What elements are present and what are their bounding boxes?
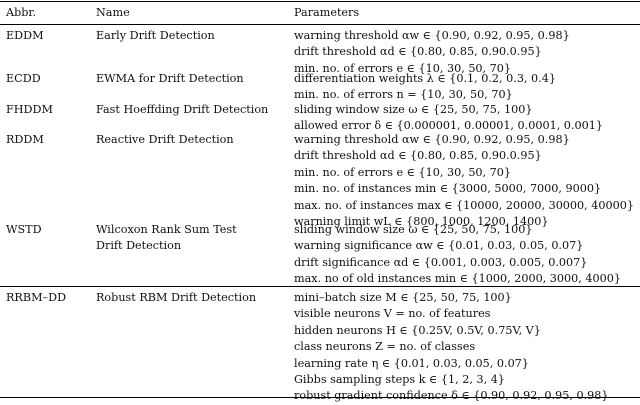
param-line: sliding window size ω ∈ {25, 50, 75, 100… [294, 223, 533, 236]
name-cell: Reactive Drift Detection [96, 132, 234, 148]
param-line: Gibbs sampling steps k ∈ {1, 2, 3, 4} [294, 372, 505, 386]
params-cell: sliding window size ω ∈ {25, 50, 75, 100… [294, 222, 621, 288]
param-line: warning threshold αw ∈ {0.90, 0.92, 0.95… [294, 29, 570, 42]
param-line: learning rate η ∈ {0.01, 0.03, 0.05, 0.0… [294, 356, 529, 370]
abbr-cell: WSTD [6, 223, 42, 236]
params-cell: differentiation weights λ ∈ {0.1, 0.2, 0… [294, 71, 556, 104]
param-line: drift threshold αd ∈ {0.80, 0.85, 0.90.0… [294, 45, 542, 59]
name-line: Early Drift Detection [96, 29, 215, 42]
param-line: sliding window size ω ∈ {25, 50, 75, 100… [294, 103, 533, 116]
name-line: Drift Detection [96, 239, 182, 253]
param-line: max. no. of instances max ∈ {10000, 2000… [294, 198, 634, 212]
abbr-cell: EDDM [6, 29, 44, 42]
name-cell: EWMA for Drift Detection [96, 71, 244, 87]
name-line: Fast Hoeffding Drift Detection [96, 103, 269, 116]
param-line: warning significance αw ∈ {0.01, 0.03, 0… [294, 239, 584, 253]
param-line: class neurons Z = no. of classes [294, 340, 476, 354]
name-cell: Robust RBM Drift Detection [96, 290, 256, 306]
param-line: drift significance αd ∈ {0.001, 0.003, 0… [294, 255, 588, 269]
name-cell: Wilcoxon Rank Sum Test Drift Detection [96, 222, 237, 255]
abbr-cell: ECDD [6, 72, 41, 85]
param-line: min. no. of instances min ∈ {3000, 5000,… [294, 182, 602, 196]
params-cell: warning threshold αw ∈ {0.90, 0.92, 0.95… [294, 28, 570, 77]
params-cell: sliding window size ω ∈ {25, 50, 75, 100… [294, 102, 603, 135]
name-line: Reactive Drift Detection [96, 133, 234, 146]
header-name: Name [96, 6, 130, 19]
section-rule [0, 286, 640, 287]
param-line: warning threshold αw ∈ {0.90, 0.92, 0.95… [294, 133, 570, 146]
param-line: robust gradient confidence δ ∈ {0.90, 0.… [294, 389, 609, 403]
param-line: drift threshold αd ∈ {0.80, 0.85, 0.90.0… [294, 149, 542, 163]
param-line: hidden neurons H ∈ {0.25V, 0.5V, 0.75V, … [294, 323, 541, 337]
param-line: mini–batch size M ∈ {25, 50, 75, 100} [294, 291, 512, 304]
name-line: Wilcoxon Rank Sum Test [96, 223, 237, 236]
params-cell: mini–batch size M ∈ {25, 50, 75, 100} vi… [294, 290, 608, 405]
abbr-cell: RRBM–DD [6, 291, 67, 304]
name-line: Robust RBM Drift Detection [96, 291, 257, 304]
param-line: warning limit wL ∈ {800, 1000, 1200, 140… [294, 214, 549, 228]
header-parameters: Parameters [294, 6, 360, 19]
name-line: EWMA for Drift Detection [96, 72, 244, 85]
header-abbr: Abbr. [6, 6, 37, 19]
header-rule [0, 24, 640, 25]
name-cell: Fast Hoeffding Drift Detection [96, 102, 268, 118]
abbr-cell: RDDM [6, 133, 44, 146]
abbr-cell: FHDDM [6, 103, 53, 116]
params-cell: warning threshold αw ∈ {0.90, 0.92, 0.95… [294, 132, 634, 230]
param-line: min. no. of errors e ∈ {10, 30, 50, 70} [294, 61, 512, 75]
param-line: visible neurons V = no. of features [294, 307, 491, 321]
name-cell: Early Drift Detection [96, 28, 215, 44]
param-line: min. no. of errors e ∈ {10, 30, 50, 70} [294, 165, 512, 179]
param-line: min. no. of errors n = {10, 30, 50, 70} [294, 88, 513, 102]
param-line: allowed error δ ∈ {0.000001, 0.00001, 0.… [294, 119, 603, 133]
top-rule [0, 1, 640, 3]
param-line: max. no of old instances min ∈ {1000, 20… [294, 272, 621, 286]
param-line: differentiation weights λ ∈ {0.1, 0.2, 0… [294, 72, 556, 85]
bottom-rule [0, 397, 640, 399]
